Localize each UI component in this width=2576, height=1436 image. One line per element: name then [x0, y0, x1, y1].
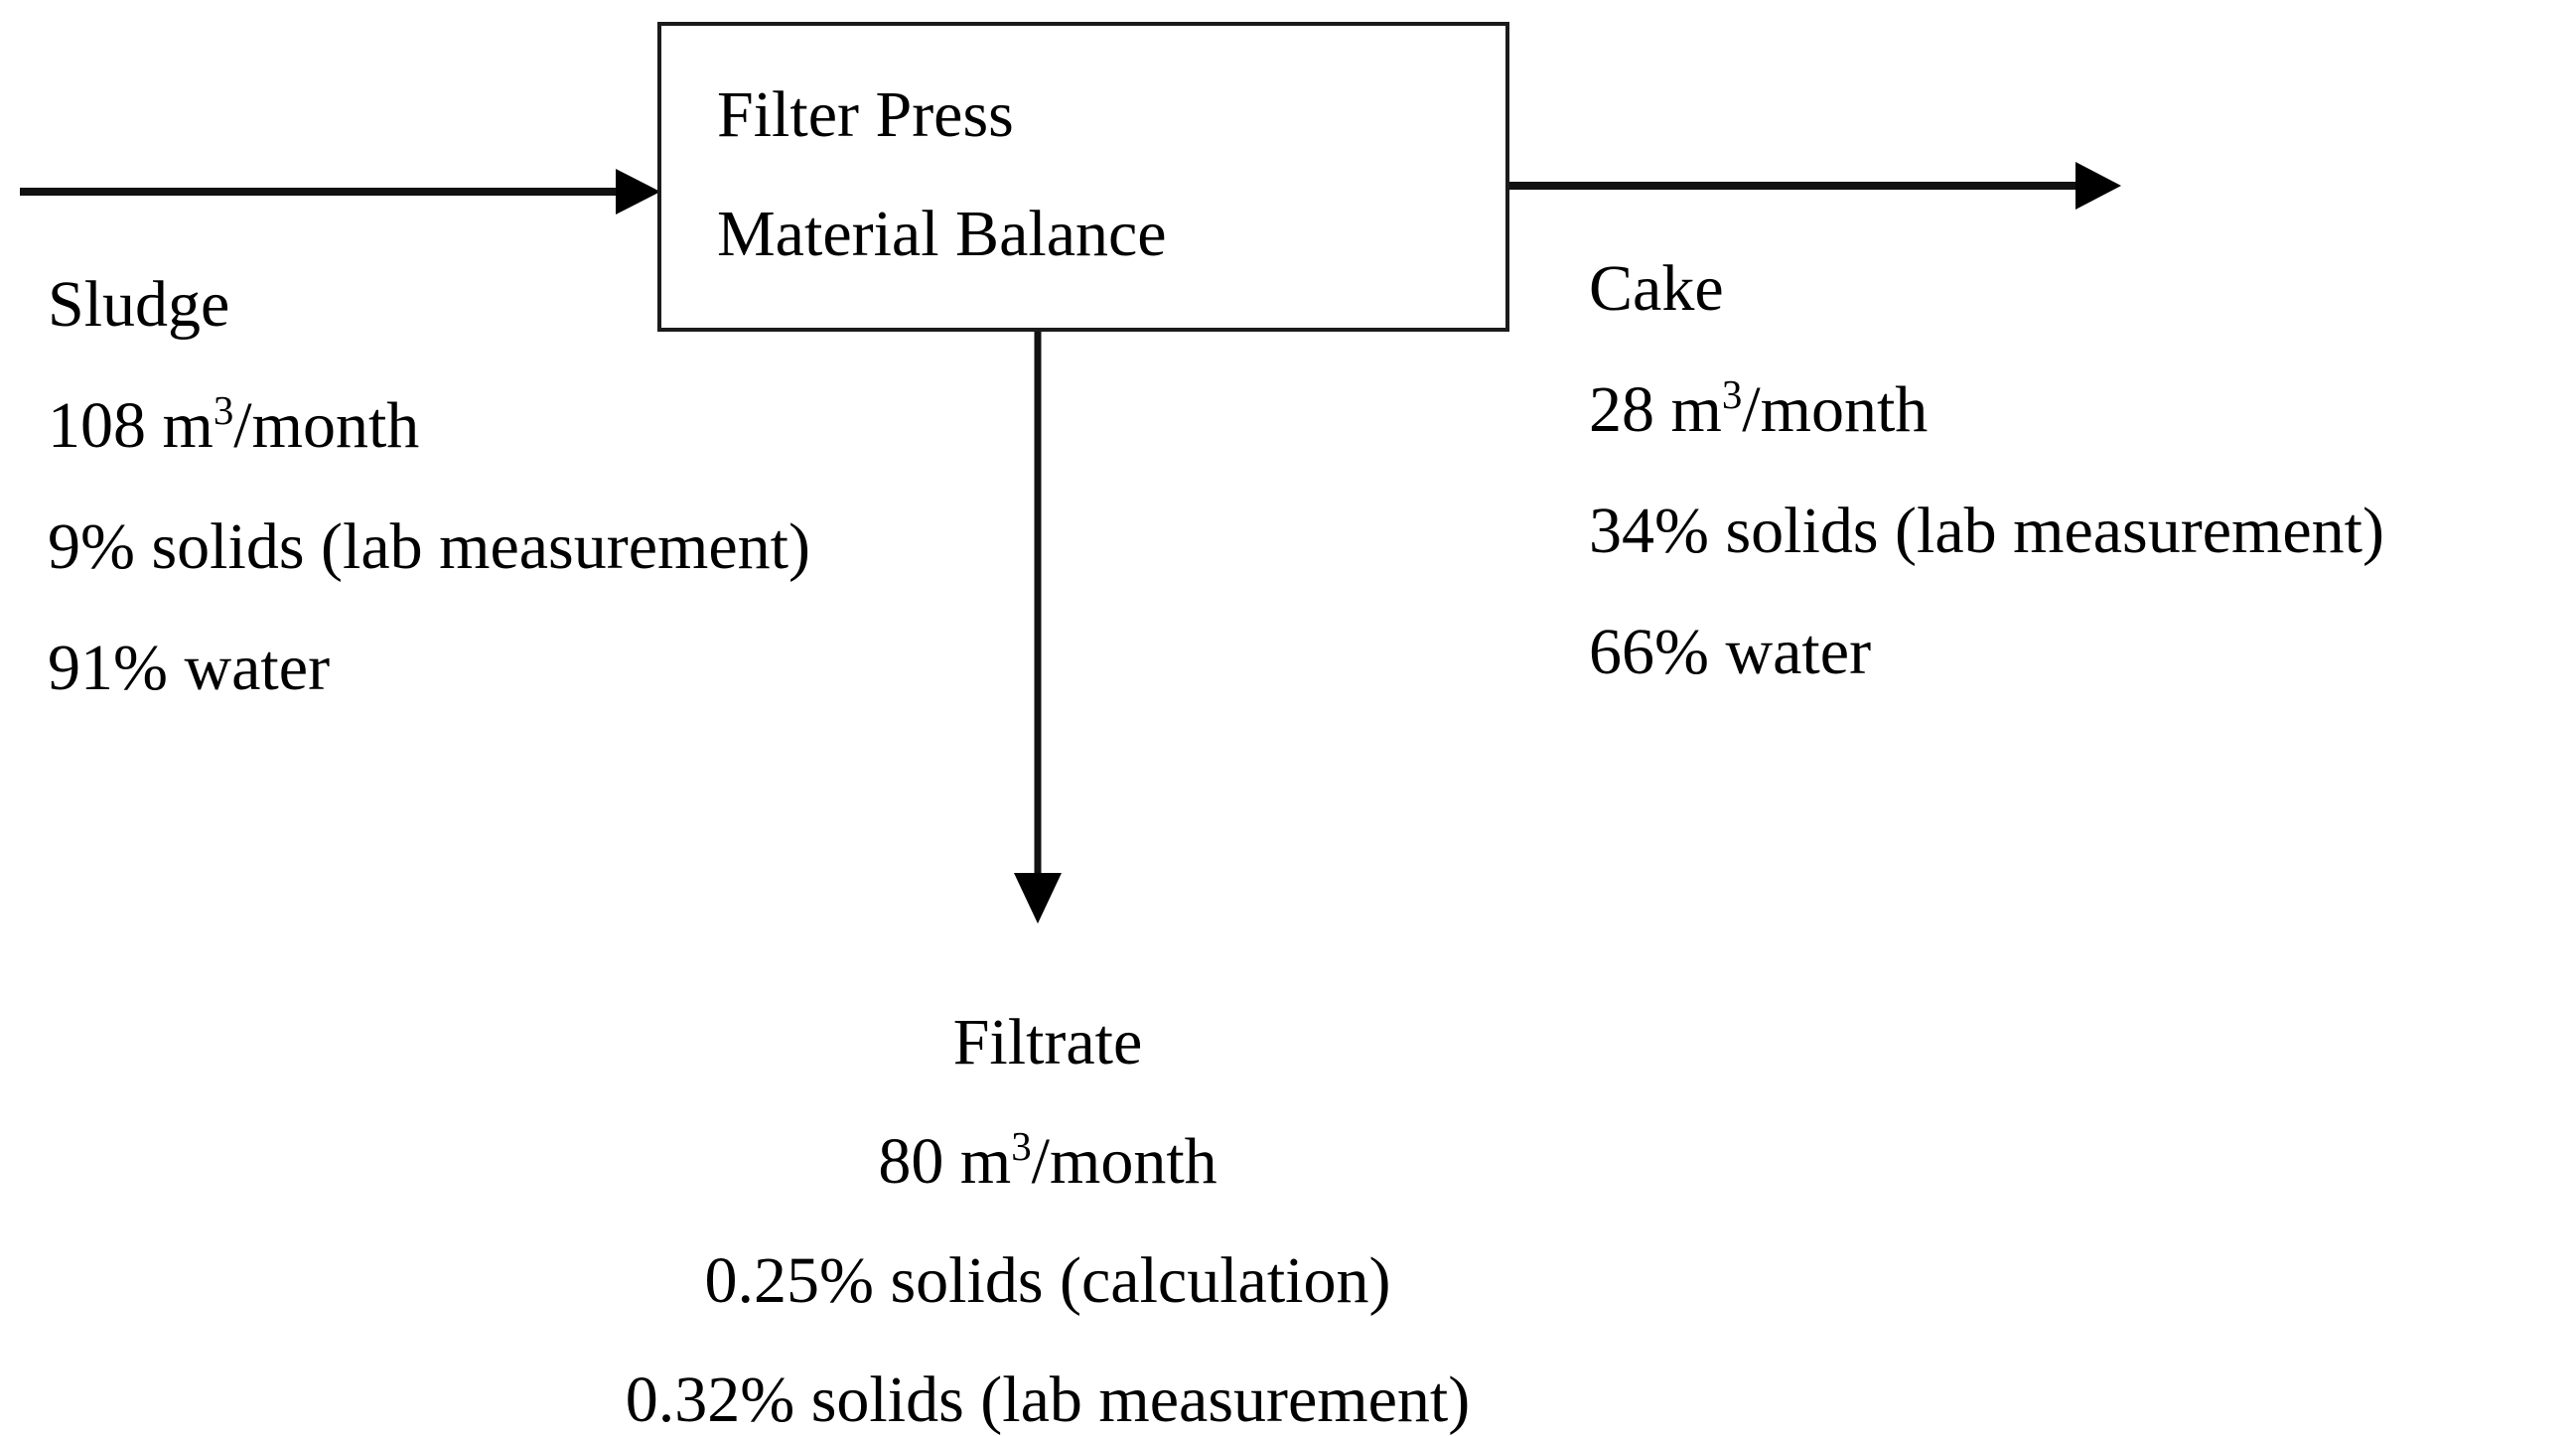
process-unit-title-line-2: Material Balance — [717, 198, 1167, 270]
process-unit-title: Filter Press Material Balance — [717, 56, 1167, 294]
stream-cake-water: 66% water — [1589, 616, 1872, 688]
stream-sludge-flow: 108 m3/month — [48, 365, 810, 487]
sludge-inlet-arrow — [20, 169, 660, 215]
stream-cake-flow-unit-rest: /month — [1742, 373, 1929, 446]
stream-filtrate-solids-calculation: 0.25% solids (calculation) — [704, 1244, 1391, 1317]
process-unit-title-line-1: Filter Press — [717, 78, 1014, 151]
stream-sludge-flow-unit-exponent: 3 — [213, 388, 234, 433]
stream-sludge-flow-unit-base: m — [162, 389, 214, 462]
stream-filtrate-label: Filtrate — [952, 1006, 1143, 1078]
process-unit-box[interactable]: Filter Press Material Balance — [657, 22, 1509, 332]
stream-filtrate-flow-unit-rest: /month — [1031, 1125, 1217, 1198]
stream-cake-solids: 34% solids (lab measurement) — [1589, 495, 2384, 567]
stream-filtrate-flow: 80 m3/month — [353, 1102, 1743, 1221]
stream-filtrate: Filtrate 80 m3/month 0.25% solids (calcu… — [353, 983, 1743, 1436]
stream-cake-label: Cake — [1589, 252, 1724, 325]
stream-cake-flow-unit-exponent: 3 — [1721, 372, 1743, 417]
stream-filtrate-flow-unit-exponent: 3 — [1011, 1124, 1032, 1169]
stream-sludge-flow-value: 108 — [48, 389, 146, 462]
stream-sludge-water: 91% water — [48, 632, 331, 704]
stream-sludge-flow-unit-rest: /month — [233, 389, 420, 462]
cake-outlet-arrow — [1507, 162, 2121, 210]
stream-sludge: Sludge 108 m3/month 9% solids (lab measu… — [48, 244, 810, 729]
stream-filtrate-solids-measurement: 0.32% solids (lab measurement) — [625, 1364, 1471, 1436]
filtrate-outlet-arrow — [1014, 330, 1062, 924]
stream-filtrate-flow-value: 80 — [878, 1125, 944, 1198]
stream-cake: Cake 28 m3/month 34% solids (lab measure… — [1589, 228, 2384, 713]
stream-cake-flow: 28 m3/month — [1589, 350, 2384, 471]
stream-cake-flow-unit-base: m — [1670, 373, 1722, 446]
stream-cake-flow-value: 28 — [1589, 373, 1654, 446]
stream-sludge-solids: 9% solids (lab measurement) — [48, 510, 810, 583]
stream-filtrate-flow-unit-base: m — [959, 1125, 1012, 1198]
stream-sludge-label: Sludge — [48, 268, 230, 341]
